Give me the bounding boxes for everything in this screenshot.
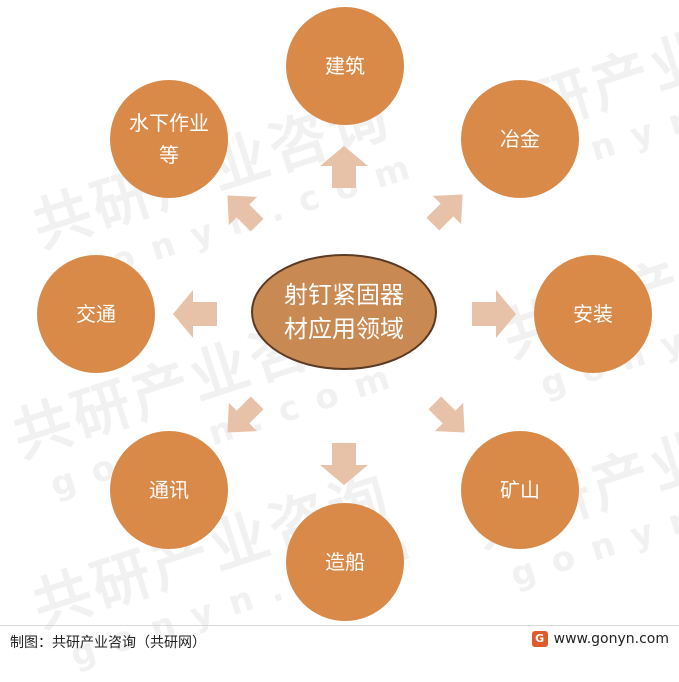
site-link[interactable]: G www.gonyn.com — [531, 631, 669, 647]
node-label: 矿山 — [499, 478, 540, 502]
node-communication: 通讯 — [110, 431, 228, 549]
arrow-up-right-icon — [426, 194, 463, 231]
node-label: 冶金 — [499, 127, 540, 151]
node-installation: 安装 — [534, 255, 652, 373]
source-caption: 制图：共研产业咨询（共研网） — [10, 635, 206, 651]
application-diagram: 射钉紧固器材应用领域 建筑 冶金 安装 矿山 造船 通讯 交通 水下作业等 — [37, 7, 652, 621]
node-shipbuilding: 造船 — [286, 503, 404, 621]
arrow-left-icon — [173, 290, 217, 338]
website-url: www.gonyn.com — [553, 631, 669, 647]
node-label: 水下作业等 — [128, 111, 209, 167]
arrow-up-left-icon — [227, 195, 264, 232]
node-mining: 矿山 — [461, 431, 579, 549]
center-node-label: 射钉紧固器材应用领域 — [284, 281, 404, 343]
arrow-down-left-icon — [227, 396, 264, 433]
node-label: 造船 — [324, 550, 365, 574]
arrow-right-icon — [472, 290, 516, 338]
node-label: 安装 — [572, 302, 613, 326]
node-label: 交通 — [75, 302, 116, 326]
arrow-down-right-icon — [428, 396, 465, 433]
node-underwater: 水下作业等 — [110, 80, 228, 198]
arrow-up-icon — [320, 146, 368, 188]
node-label: 建筑 — [324, 54, 365, 78]
center-node: 射钉紧固器材应用领域 — [251, 254, 437, 370]
gonyn-logo-icon: G — [531, 631, 548, 647]
node-construction: 建筑 — [286, 7, 404, 125]
footer: 制图：共研产业咨询（共研网） G www.gonyn.com — [0, 625, 679, 655]
arrow-down-icon — [320, 443, 368, 485]
node-metallurgy: 冶金 — [461, 80, 579, 198]
node-label: 通讯 — [148, 478, 189, 502]
node-transportation: 交通 — [37, 255, 155, 373]
